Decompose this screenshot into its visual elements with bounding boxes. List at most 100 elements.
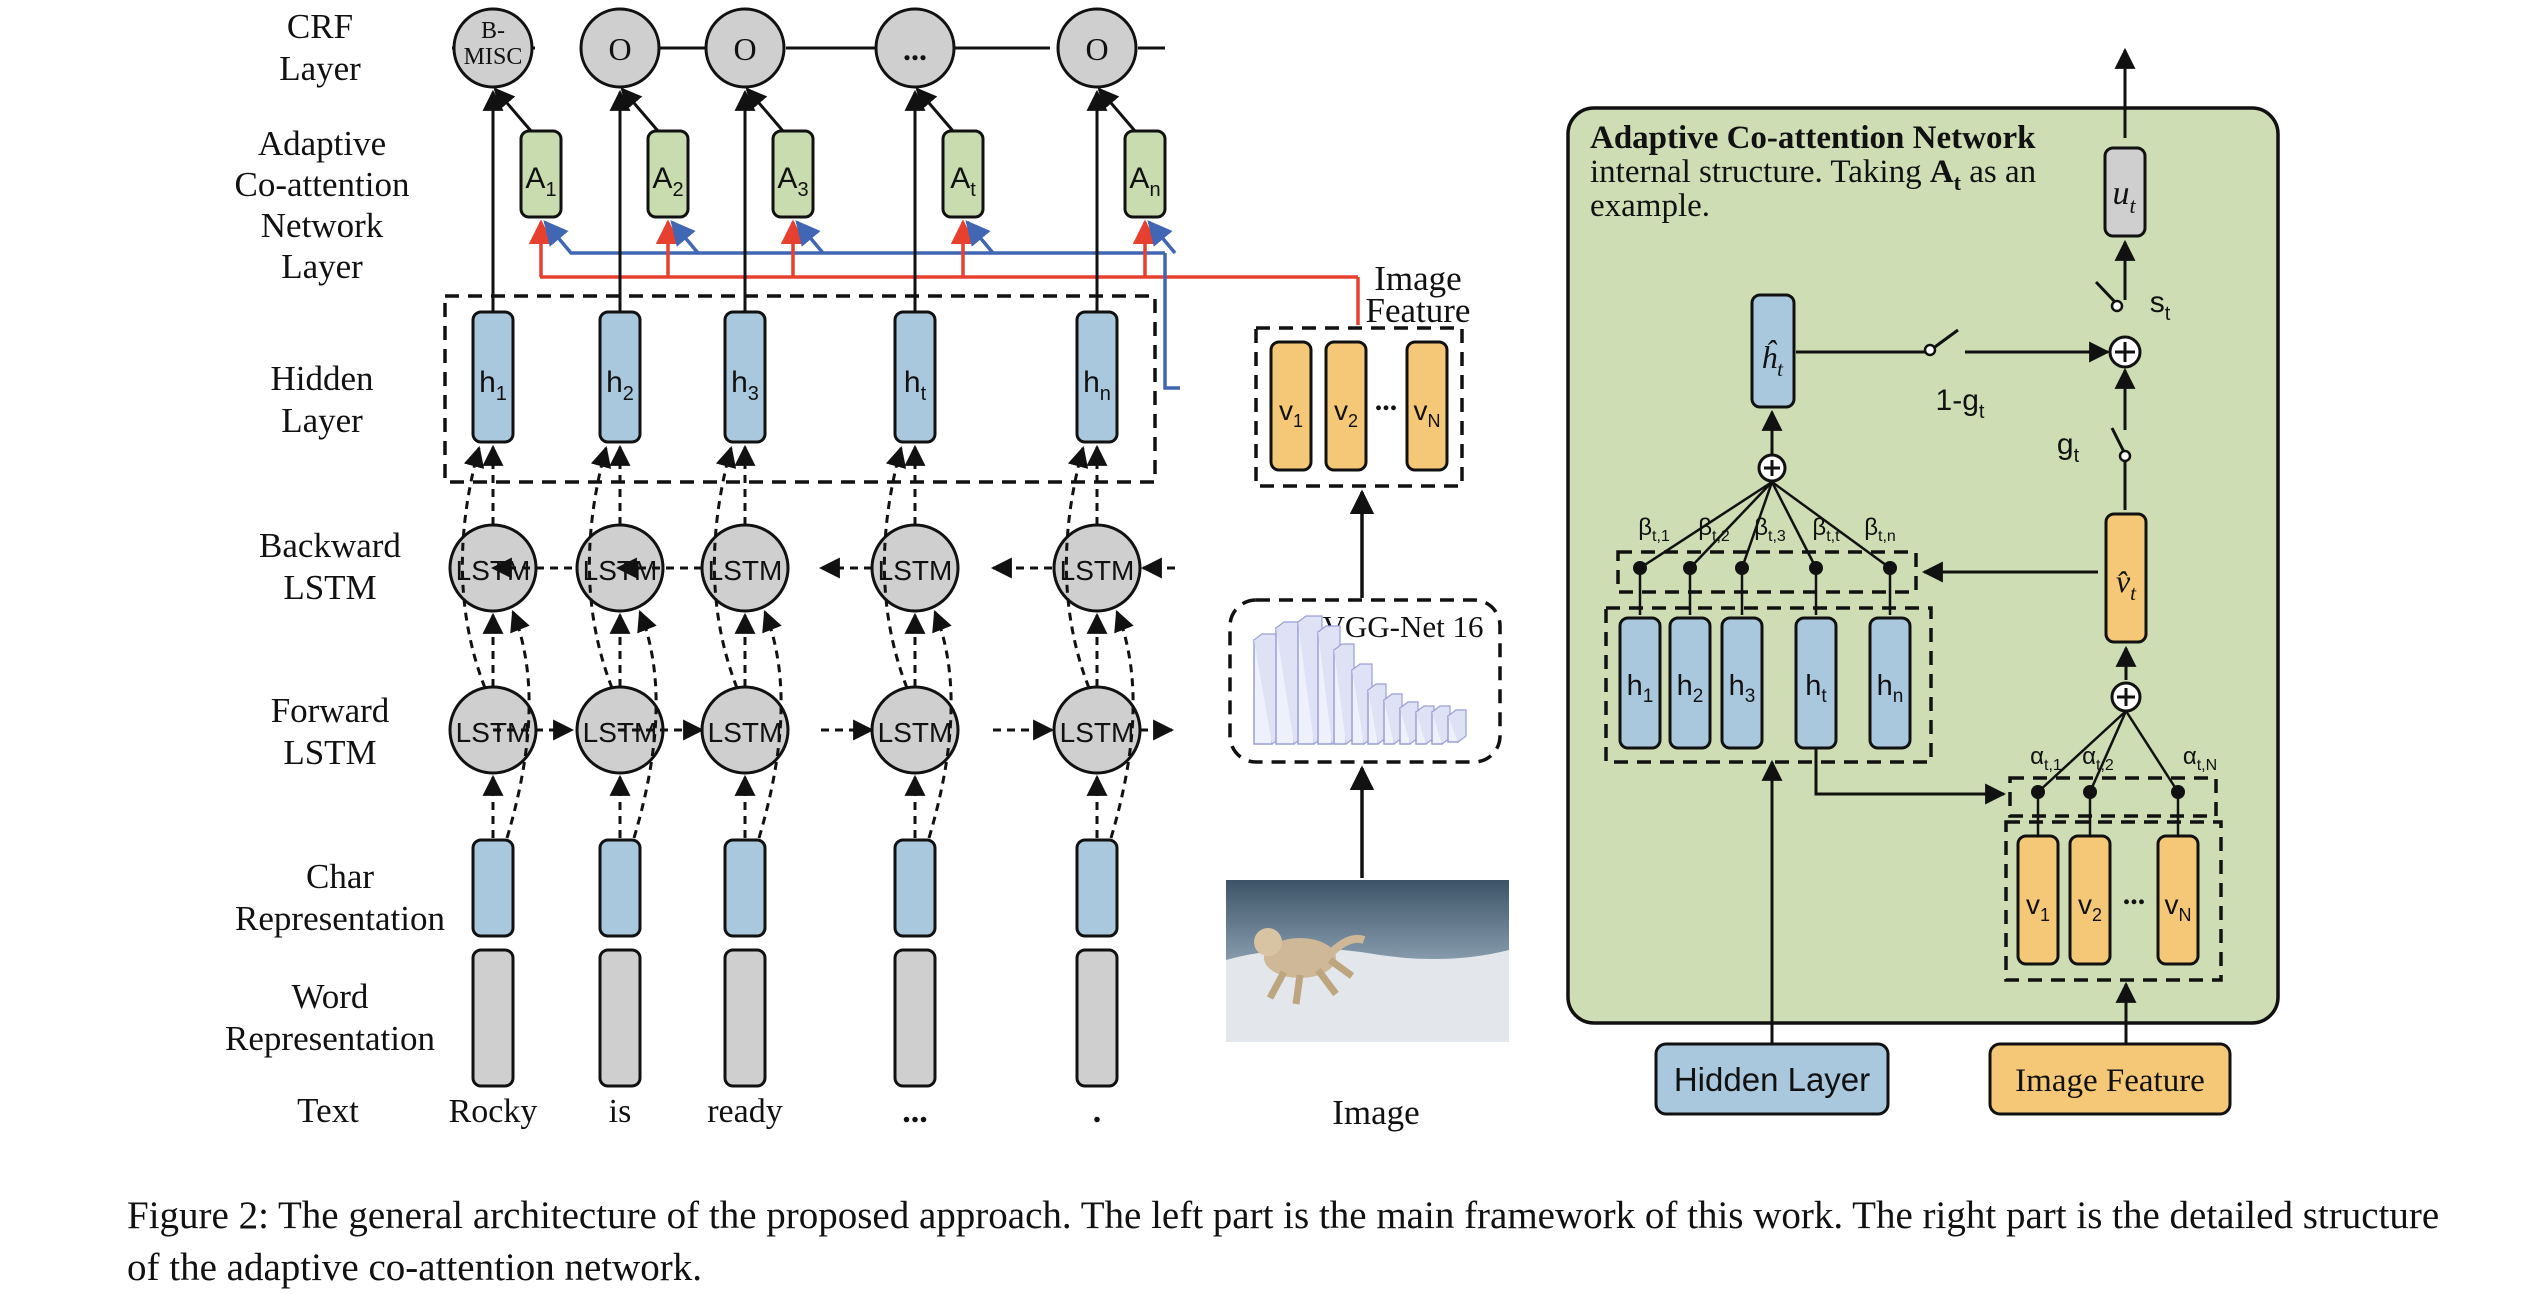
hidden-unit-label: h2	[606, 366, 634, 405]
beta-label: βt,t	[1812, 514, 1840, 545]
forward-to-hidden-arrow	[882, 445, 909, 689]
hidden-states-frame	[1604, 606, 1933, 764]
lstm-label: LSTM	[878, 717, 953, 748]
beta-label: βt,1	[1638, 514, 1670, 545]
token-column: ...AthtLSTMLSTM...	[870, 7, 995, 1130]
visual-feature-label: v2	[2078, 889, 2102, 925]
vgg-net-label: VGG-Net 16	[1323, 609, 1484, 644]
lstm-label: LSTM	[456, 555, 531, 586]
char-to-backward-arrow	[757, 610, 783, 839]
word-representation-label-line: Word	[292, 977, 369, 1016]
visual-feature-label: vN	[2165, 889, 2192, 925]
hidden-state-box	[1668, 616, 1712, 750]
attention-unit-box	[771, 129, 815, 219]
char-representation-box	[893, 838, 937, 938]
crf-tag-node	[874, 7, 956, 89]
lstm-label: LSTM	[456, 717, 531, 748]
hidden-t-to-alpha-arrow	[1814, 748, 2007, 805]
word-representation-box	[893, 948, 937, 1088]
hidden-layer-input-label: Hidden Layer	[1674, 1061, 1870, 1098]
attention-unit-label: A3	[777, 162, 808, 201]
main-framework: CRFLayerAdaptiveCo-attentionNetworkLayer…	[225, 7, 1509, 1132]
word-representation-box	[471, 948, 515, 1088]
image-feature-frame	[1254, 326, 1464, 488]
alpha-weight-line	[2037, 710, 2127, 793]
beta-label: βt,3	[1754, 514, 1786, 545]
char-to-backward-arrow	[927, 610, 953, 839]
char-to-backward-arrow	[1109, 610, 1135, 839]
beta-frame	[1616, 550, 1918, 594]
beta-label: βt,2	[1698, 514, 1730, 545]
lstm-label: LSTM	[1060, 555, 1135, 586]
beta-weight-line	[1689, 481, 1773, 569]
visual-feature-box	[1324, 340, 1368, 472]
one-minus-g-pivot	[1923, 343, 1937, 357]
output-unit-box	[2103, 146, 2147, 238]
hidden-state-label: hn	[1877, 670, 1904, 707]
hidden-state-box	[1720, 616, 1764, 750]
alpha-weight-line	[2124, 710, 2180, 793]
forward-lstm-label-line: Forward	[271, 691, 390, 730]
visual-sum-node	[2110, 681, 2142, 713]
lstm-label: LSTM	[878, 555, 953, 586]
image-input-label: Image	[1332, 1093, 1419, 1132]
beta-weight-line	[1639, 480, 1773, 570]
input-word: is	[609, 1093, 632, 1130]
vgg-layer-depth	[1447, 709, 1467, 743]
beta-weight-line	[1771, 480, 1891, 570]
panel-description: internal structure. Taking At as an	[1590, 154, 2036, 195]
alpha-junction-dot	[2171, 785, 2185, 799]
forward-lstm-label-line: LSTM	[283, 733, 376, 772]
attention-unit-label: At	[950, 162, 976, 201]
output-unit-label: ut	[2112, 175, 2136, 218]
alpha-weight-line	[2088, 710, 2128, 793]
char-representation-box	[598, 838, 642, 938]
panel-description: example.	[1590, 188, 1710, 224]
visual-feature-box	[1269, 340, 1313, 472]
attention-unit-box	[519, 129, 563, 219]
char-to-backward-arrow	[505, 610, 531, 839]
input-photo	[1226, 880, 1509, 1042]
visual-feature-box	[2068, 834, 2112, 966]
beta-junction-dot	[1883, 561, 1897, 575]
beta-junction-dot	[1633, 561, 1647, 575]
forward-to-hidden-arrow	[587, 445, 614, 689]
word-representation-box	[598, 948, 642, 1088]
backward-lstm-label-line: LSTM	[283, 568, 376, 607]
hidden-unit-box	[471, 310, 515, 444]
photo-dog-tail	[1329, 934, 1366, 955]
text-row-label: Text	[297, 1091, 359, 1130]
hidden-state-arrow	[670, 220, 700, 255]
hidden-layer-label-line: Layer	[281, 401, 363, 440]
panel-title: Adaptive Co-attention Network	[1590, 120, 2036, 156]
photo-dog-body	[1264, 938, 1336, 978]
attention-unit-box	[941, 129, 985, 219]
gate-sum-node	[2108, 335, 2142, 369]
visual-feature-ellipsis: ...	[1375, 384, 1398, 417]
vgg-layers-illustration	[1253, 615, 1467, 745]
forward-to-hidden-arrow	[1064, 445, 1091, 689]
attention-unit-label: An	[1129, 162, 1160, 201]
hidden-unit-label: ht	[904, 366, 927, 405]
alpha-junction-dot	[2083, 785, 2097, 799]
attended-visual-box	[2104, 512, 2148, 644]
attention-to-crf-arrow	[1097, 87, 1137, 132]
co-attention-layer-label-line: Co-attention	[235, 165, 410, 204]
hidden-layer-input-box	[1654, 1042, 1890, 1116]
hidden-state-label: h3	[1729, 670, 1756, 707]
visual-feature-box	[1405, 340, 1449, 472]
hidden-layer-label-line: Hidden	[270, 359, 373, 398]
hidden-unit-box	[893, 310, 937, 444]
visual-feature-label: vN	[1414, 395, 1441, 431]
co-attention-layer-label-line: Network	[261, 206, 384, 245]
image-feature-input-label: Image Feature	[2015, 1063, 2205, 1099]
gt-label: gt	[2057, 428, 2080, 467]
